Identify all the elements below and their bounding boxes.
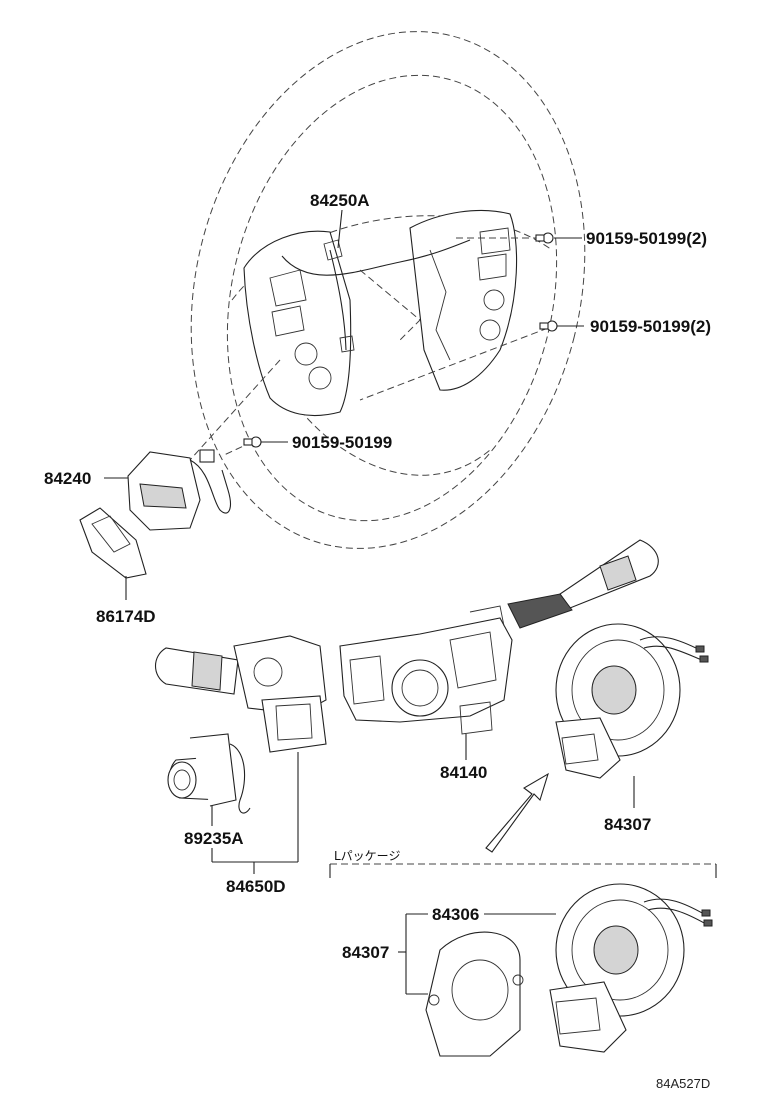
wiper-switch-assembly <box>154 635 327 753</box>
cover-86174D <box>79 507 147 579</box>
label-90159-50199-2-lower: 90159-50199(2) <box>590 317 711 336</box>
spiral-cable-84306 <box>549 883 713 1053</box>
label-90159-50199: 90159-50199 <box>292 433 392 452</box>
direction-arrow <box>485 772 549 853</box>
label-86174D: 86174D <box>96 607 156 626</box>
label-84307-upper: 84307 <box>604 815 651 834</box>
turn-signal-switch-assembly <box>339 539 659 735</box>
diagram-code: 84A527D <box>656 1076 710 1091</box>
label-l-package: Lパッケージ <box>334 849 400 863</box>
leader-lines-left <box>211 752 299 874</box>
label-84306: 84306 <box>432 905 479 924</box>
spiral-cable-84307 <box>555 623 709 779</box>
label-84140: 84140 <box>440 763 487 782</box>
spiral-cable-cover <box>425 931 524 1057</box>
label-89235A: 89235A <box>184 829 244 848</box>
leader-lines-lower <box>398 913 556 995</box>
package-bracket <box>329 863 717 878</box>
label-84250A: 84250A <box>310 191 370 210</box>
screw-icon <box>535 232 554 244</box>
label-84650D: 84650D <box>226 877 286 896</box>
label-84307-lower: 84307 <box>342 943 389 962</box>
screw-icon <box>539 320 558 332</box>
label-90159-50199-2-upper: 90159-50199(2) <box>586 229 707 248</box>
leader-lines-top <box>189 209 584 461</box>
screw-icon <box>243 436 262 448</box>
steering-pad-switch-assembly <box>243 209 518 417</box>
ignition-switch-89235A <box>167 733 251 814</box>
steering-wheel-outline <box>190 31 586 549</box>
switch-84240 <box>127 449 231 531</box>
label-84240: 84240 <box>44 469 91 488</box>
